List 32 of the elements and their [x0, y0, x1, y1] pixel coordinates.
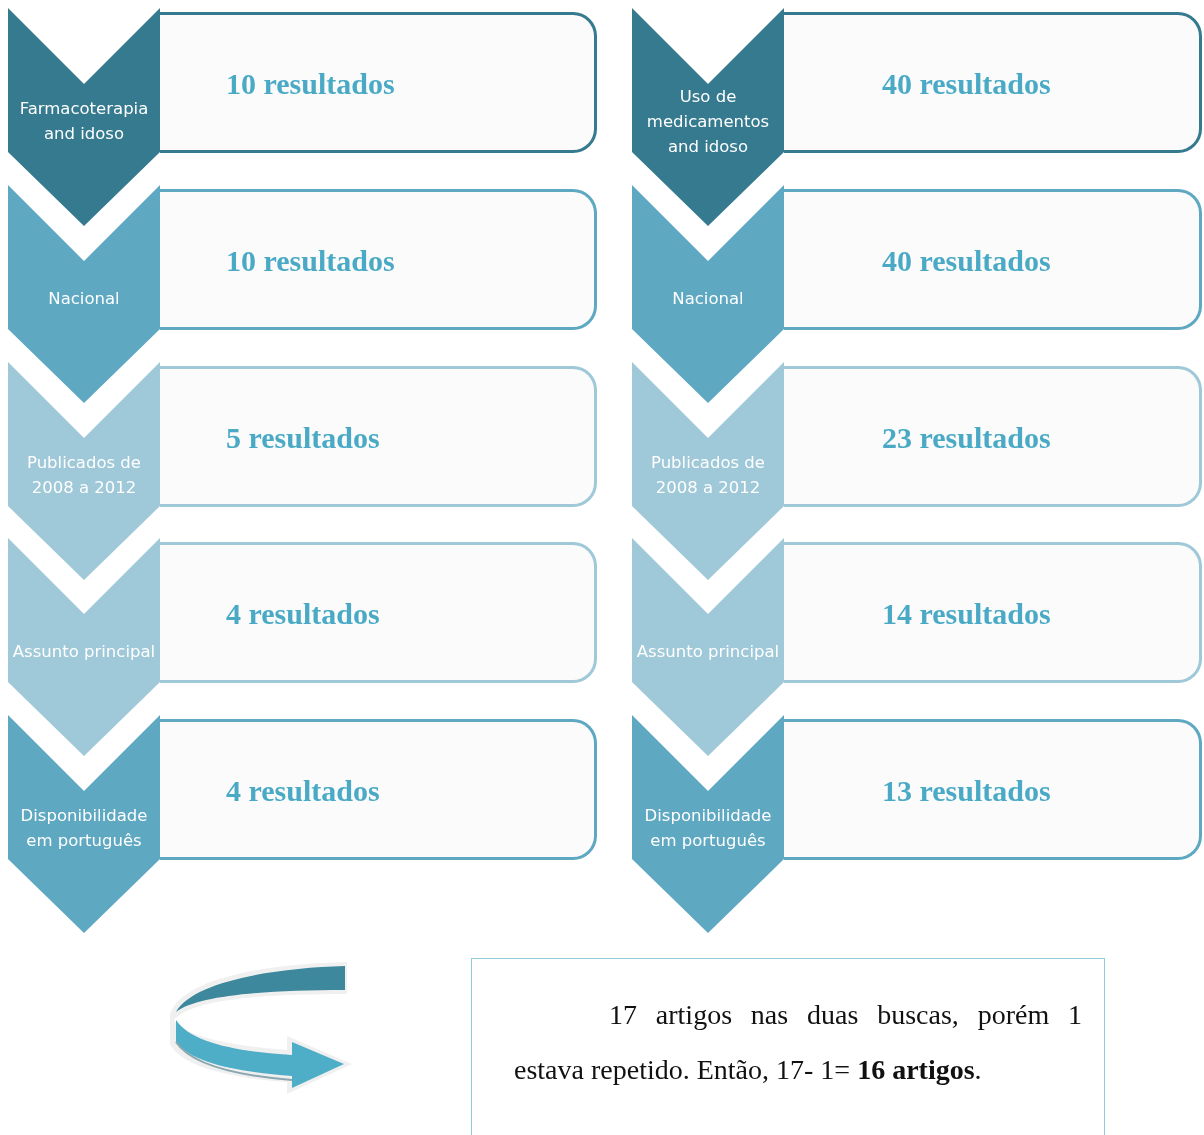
result-count: 23 resultados — [882, 421, 1051, 454]
result-box — [784, 366, 1202, 507]
result-count: 13 resultados — [882, 774, 1051, 807]
result-box — [784, 12, 1202, 153]
step-label: Publicados de 2008 a 2012 — [26, 452, 142, 499]
step-label: Assunto principal — [636, 640, 780, 663]
note-box — [471, 958, 1105, 1135]
step-label: Nacional — [48, 287, 120, 310]
result-box — [160, 542, 597, 683]
result-box — [784, 542, 1202, 683]
result-count: 5 resultados — [226, 421, 380, 454]
result-box — [160, 719, 597, 860]
step-label: Assunto principal — [12, 640, 156, 663]
result-box — [160, 12, 597, 153]
result-box — [784, 719, 1202, 860]
result-count: 10 resultados — [226, 67, 395, 100]
step-label: Farmacoterapia and idoso — [18, 98, 150, 145]
step-label: Disponibilidade em português — [19, 805, 149, 852]
result-count: 40 resultados — [882, 244, 1051, 277]
step-label: Publicados de 2008 a 2012 — [650, 452, 766, 499]
result-count: 10 resultados — [226, 244, 395, 277]
note-text: 17 artigos nas duas buscas, porém 1 estava repetido. Então, 17- 1= 16 artigos. — [514, 998, 1082, 1087]
result-count: 4 resultados — [226, 597, 380, 630]
result-count: 14 resultados — [882, 597, 1051, 630]
result-box — [784, 189, 1202, 330]
result-box — [160, 366, 597, 507]
result-box — [160, 189, 597, 330]
step-label: Nacional — [672, 287, 744, 310]
result-count: 4 resultados — [226, 774, 380, 807]
step-label: Uso de medicamentos and idoso — [645, 85, 771, 158]
step-label: Disponibilidade em português — [643, 805, 773, 852]
result-count: 40 resultados — [882, 67, 1051, 100]
